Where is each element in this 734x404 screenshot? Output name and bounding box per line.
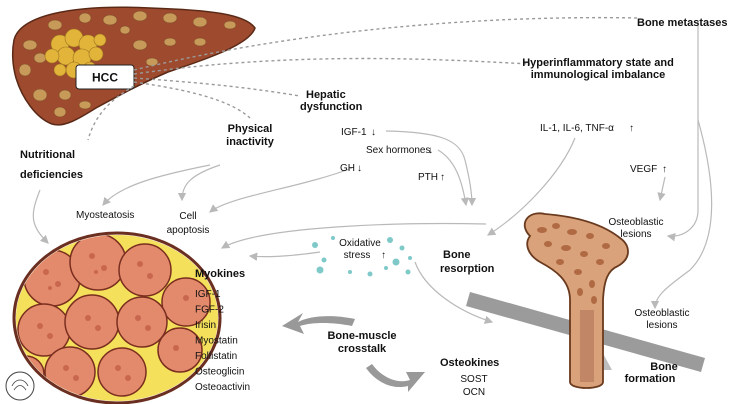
label-cell: Cell <box>179 211 196 222</box>
label-bone-resorption-1: Bone <box>443 249 471 261</box>
liver-nodules <box>18 10 237 118</box>
label-dysfunction: dysfunction <box>300 101 363 113</box>
hcc-label: HCC <box>92 71 118 85</box>
svg-text:↓: ↓ <box>428 145 433 156</box>
osteokine-item: OCN <box>463 387 485 398</box>
causal-arrows <box>32 22 713 324</box>
myokine-item: Myostatin <box>195 336 238 347</box>
bone-trabeculae <box>537 223 610 304</box>
hormone-gh: GH ↓ <box>340 163 362 174</box>
label-lesions-lower: lesions <box>646 320 677 331</box>
muscle-fiber-texture <box>22 253 189 381</box>
marrow-cavity <box>580 310 594 382</box>
myokine-item: Osteoglicin <box>195 367 244 378</box>
svg-text:Sex hormones: Sex hormones <box>366 145 430 156</box>
myokine-item: FGF-2 <box>195 305 224 316</box>
svg-text:↑: ↑ <box>381 250 386 261</box>
svg-text:VEGF: VEGF <box>630 164 657 175</box>
label-oxidative: Oxidative <box>339 238 381 249</box>
hormone-igf1: IGF-1 ↓ <box>341 127 376 138</box>
svg-text:IL-1, IL-6, TNF-α: IL-1, IL-6, TNF-α <box>540 123 614 134</box>
osteokine-item: SOST <box>460 374 487 385</box>
hormone-sex-hormones: Sex hormones ↓ <box>366 145 433 156</box>
label-inactivity: inactivity <box>226 136 275 148</box>
label-bone-muscle: Bone-muscle <box>327 330 396 342</box>
svg-text:IGF-1: IGF-1 <box>341 127 367 138</box>
label-bone-metastases: Bone metastases <box>637 17 728 29</box>
label-hyperinflammatory-1: Hyperinflammatory state and <box>522 57 674 69</box>
svg-text:PTH: PTH <box>418 172 438 183</box>
hcc-pathways <box>87 16 641 141</box>
myokine-item: Osteoactivin <box>195 382 250 393</box>
label-osteoblastic-lower: Osteoblastic <box>634 308 689 319</box>
myokine-item: IGF-1 <box>195 289 221 300</box>
myokine-item: Irisin <box>195 320 216 331</box>
muscle-cross-section <box>5 231 222 404</box>
label-myosteatosis: Myosteatosis <box>76 210 134 221</box>
cytokines: IL-1, IL-6, TNF-α ↑ <box>540 123 634 134</box>
oxidative-stress-dots <box>312 236 412 277</box>
svg-text:stress: stress <box>344 250 371 261</box>
label-lesions-upper: lesions <box>620 229 651 240</box>
label-hyperinflammatory-2: immunological imbalance <box>531 69 665 81</box>
svg-text:↑: ↑ <box>662 164 667 175</box>
oxidative-stress-label: stress ↑ <box>344 250 386 261</box>
hormone-pth: PTH ↑ <box>418 172 445 183</box>
svg-text:↑: ↑ <box>440 172 445 183</box>
bone-illustration <box>466 212 705 389</box>
label-crosstalk: crosstalk <box>338 343 387 355</box>
label-apoptosis: apoptosis <box>167 225 210 236</box>
crosstalk-arrows <box>282 313 425 392</box>
osteokines-list: SOST OCN <box>460 374 487 398</box>
label-bone-formation-2: formation <box>625 373 676 385</box>
label-osteoblastic-upper: Osteoblastic <box>608 217 663 228</box>
label-nutritional: Nutritional <box>20 149 75 161</box>
svg-text:↓: ↓ <box>371 127 376 138</box>
myokines-title: Myokines <box>195 268 245 280</box>
label-bone-resorption-2: resorption <box>440 263 495 275</box>
femur <box>523 212 629 389</box>
myokines-list: IGF-1FGF-2IrisinMyostatinFollistatinOste… <box>195 289 250 393</box>
label-physical: Physical <box>228 123 273 135</box>
vegf: VEGF ↑ <box>630 164 667 175</box>
svg-text:GH: GH <box>340 163 355 174</box>
myokine-item: Follistatin <box>195 351 237 362</box>
svg-text:↓: ↓ <box>357 163 362 174</box>
svg-text:↑: ↑ <box>629 123 634 134</box>
label-deficiencies: deficiencies <box>20 169 83 181</box>
label-hepatic: Hepatic <box>306 89 346 101</box>
osteokines-title: Osteokines <box>440 357 499 369</box>
hcc-label-box <box>75 64 135 90</box>
liver-illustration: HCC <box>11 6 256 126</box>
label-bone-formation-1: Bone <box>650 361 678 373</box>
muscle-detail-icon <box>5 371 35 401</box>
